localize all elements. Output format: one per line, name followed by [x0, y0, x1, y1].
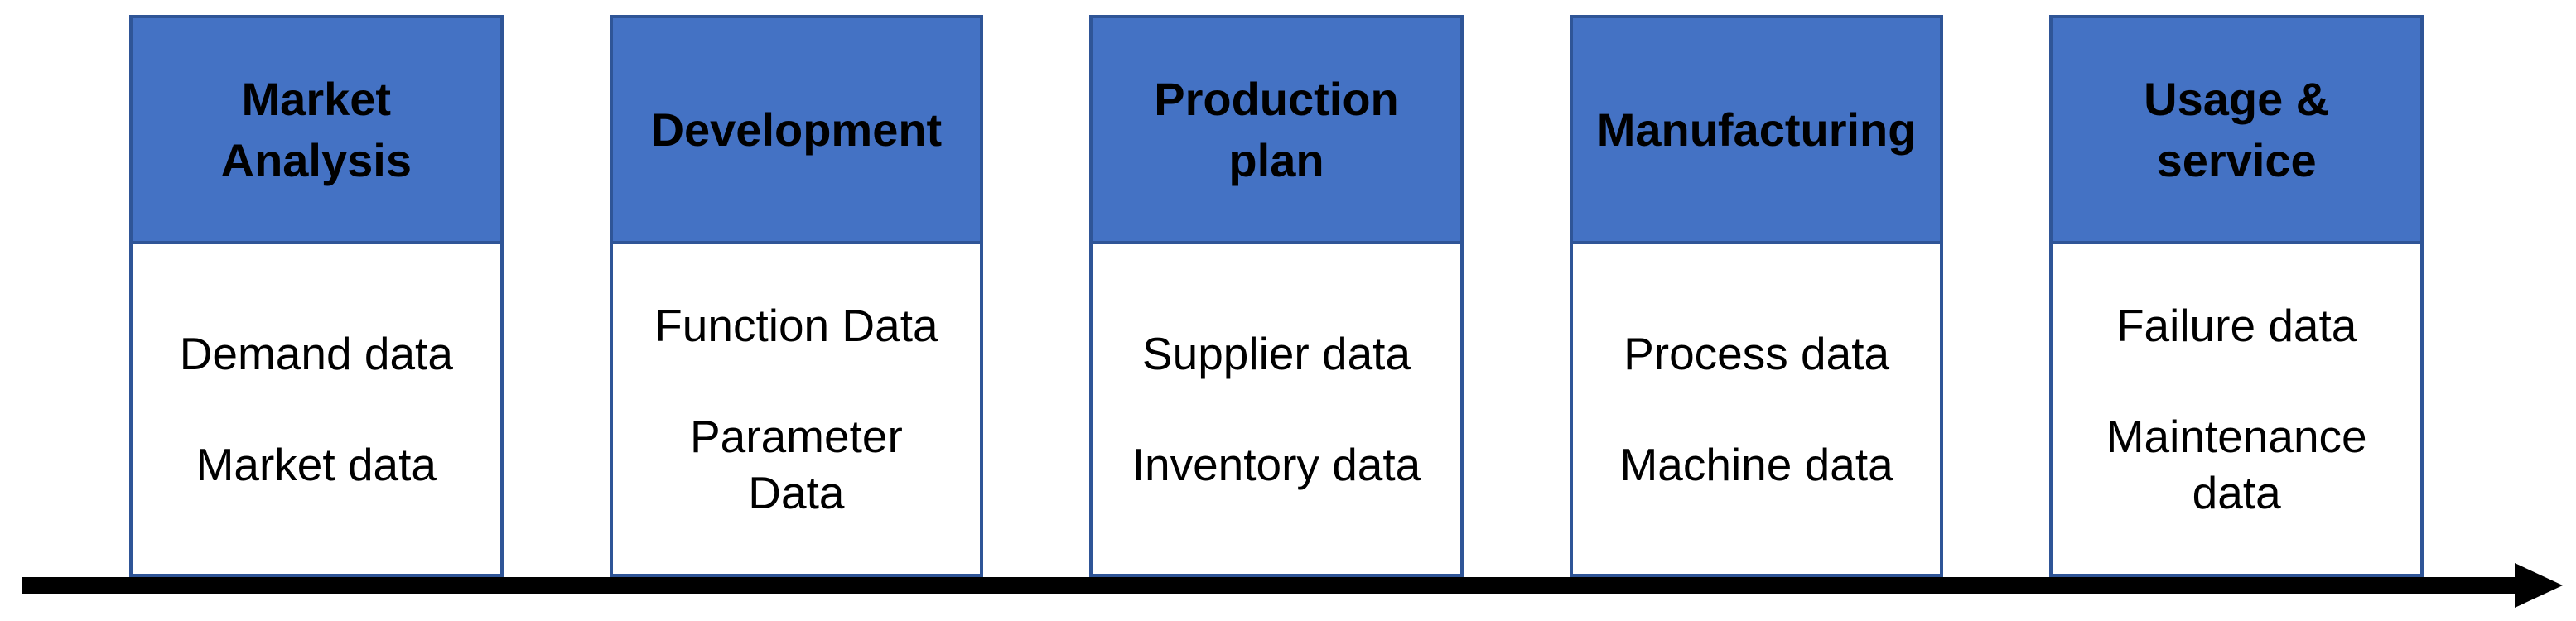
stage-market-analysis: Market Analysis Demand data Market data: [129, 15, 504, 577]
stage-manufacturing: Manufacturing Process data Machine data: [1569, 15, 1944, 577]
stage-item: Market data: [195, 439, 437, 490]
stage-title: Development: [650, 103, 943, 156]
stage-item: Supplier data: [1141, 328, 1411, 379]
stage-header: Development: [612, 18, 981, 244]
timeline-arrow-head-icon: [2515, 563, 2563, 608]
stage-item: Machine data: [1619, 439, 1893, 490]
stage-body: Function Data Parameter Data: [613, 244, 981, 574]
stage-header: Market Analysis: [133, 18, 500, 244]
stages-row: Market Analysis Demand data Market data …: [129, 15, 2424, 577]
stage-usage-service: Usage & service Failure data Maintenance…: [2049, 15, 2424, 577]
stage-item: Process data: [1623, 328, 1890, 379]
stage-production-plan: Production plan Supplier data Inventory …: [1089, 15, 1464, 577]
stage-body: Supplier data Inventory data: [1093, 244, 1460, 574]
stage-body: Demand data Market data: [133, 244, 500, 574]
stage-body: Process data Machine data: [1573, 244, 1941, 574]
stage-item: Failure data: [2115, 300, 2357, 351]
stage-header: Manufacturing: [1572, 18, 1941, 244]
stage-item: Inventory data: [1131, 439, 1421, 490]
timeline-arrow-shaft: [22, 577, 2518, 594]
stage-title: Manufacturing: [1596, 103, 1917, 156]
stage-header: Usage & service: [2053, 18, 2420, 244]
stage-header: Production plan: [1093, 18, 1460, 244]
stage-title: Market Analysis: [220, 72, 412, 186]
stage-item: Demand data: [179, 328, 453, 379]
stage-title: Usage & service: [2144, 72, 2330, 186]
stage-body: Failure data Maintenance data: [2053, 244, 2420, 574]
stage-item: Parameter Data: [690, 411, 903, 518]
stage-development: Development Function Data Parameter Data: [609, 15, 984, 577]
stage-item: Maintenance data: [2106, 411, 2367, 518]
stage-title: Production plan: [1154, 72, 1399, 186]
stage-item: Function Data: [654, 300, 938, 351]
